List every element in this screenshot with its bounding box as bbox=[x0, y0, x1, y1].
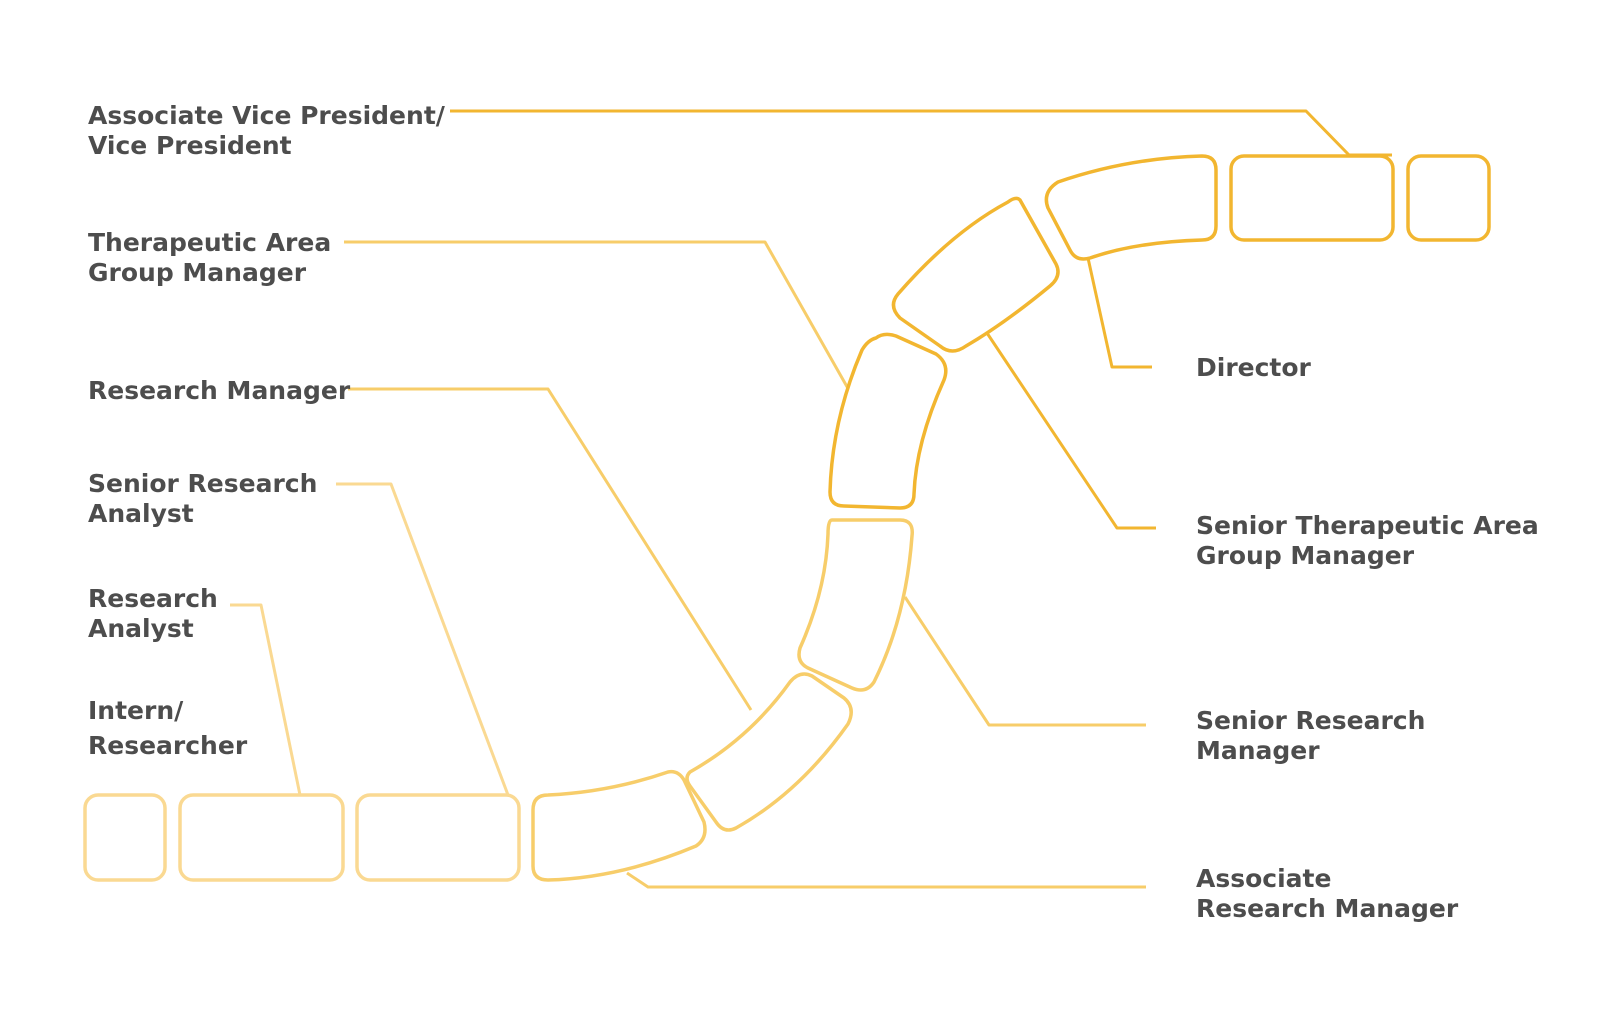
label-avp-vp: Associate Vice President/ Vice President bbox=[88, 101, 454, 160]
segment-director bbox=[1044, 154, 1218, 261]
label-senior-research-analyst: Senior Research Analyst bbox=[88, 469, 326, 528]
label-associate-research-manager-line2: Research Manager bbox=[1196, 894, 1459, 923]
segment-intern bbox=[83, 793, 167, 882]
label-director-line1: Director bbox=[1196, 353, 1312, 382]
leader-senior-ta-group-manager bbox=[983, 329, 1156, 530]
label-senior-research-manager-line1: Senior Research bbox=[1196, 706, 1425, 735]
segment-senior-research-manager bbox=[797, 518, 914, 692]
label-ta-group-manager-line2: Group Manager bbox=[88, 258, 307, 287]
segment-research-manager bbox=[685, 672, 853, 832]
leader-research-manager bbox=[348, 387, 753, 711]
segment-ta-group-manager bbox=[828, 332, 948, 510]
segment-associate-research-manager bbox=[531, 769, 707, 882]
label-research-analyst-line1: Research bbox=[88, 584, 218, 613]
leader-ta-group-manager bbox=[344, 240, 852, 393]
label-senior-research-manager: Senior Research Manager bbox=[1196, 706, 1434, 765]
label-ta-group-manager-line1: Therapeutic Area bbox=[88, 228, 331, 257]
label-intern-line2: Researcher bbox=[88, 731, 248, 760]
label-avp-vp-line1: Associate Vice President/ bbox=[88, 101, 446, 130]
label-senior-research-analyst-line1: Senior Research bbox=[88, 469, 317, 498]
label-intern-line1: Intern/ bbox=[88, 696, 184, 725]
label-research-manager-line1: Research Manager bbox=[88, 376, 351, 405]
leader-senior-research-analyst bbox=[336, 482, 510, 796]
label-research-analyst: Research Analyst bbox=[88, 584, 227, 643]
label-senior-ta-group-manager: Senior Therapeutic Area Group Manager bbox=[1196, 511, 1547, 570]
label-intern: Intern/ Researcher bbox=[88, 696, 248, 760]
segment-senior-ta-group-manager bbox=[891, 196, 1060, 353]
leader-avp-vp bbox=[450, 109, 1392, 157]
segment-vp bbox=[1406, 154, 1491, 242]
segment-research-analyst bbox=[178, 793, 345, 882]
segment-avp bbox=[1229, 154, 1395, 242]
label-avp-vp-line2: Vice President bbox=[88, 131, 292, 160]
label-senior-research-analyst-line2: Analyst bbox=[88, 499, 194, 528]
label-senior-ta-group-manager-line1: Senior Therapeutic Area bbox=[1196, 511, 1539, 540]
segment-senior-research-analyst bbox=[355, 793, 521, 882]
leader-director bbox=[1086, 257, 1152, 369]
label-senior-research-manager-line2: Manager bbox=[1196, 736, 1320, 765]
label-director: Director bbox=[1196, 353, 1312, 382]
label-ta-group-manager: Therapeutic Area Group Manager bbox=[88, 228, 340, 287]
label-research-analyst-line2: Analyst bbox=[88, 614, 194, 643]
leader-senior-research-manager bbox=[903, 596, 1146, 727]
label-senior-ta-group-manager-line2: Group Manager bbox=[1196, 541, 1415, 570]
leader-research-analyst bbox=[230, 603, 302, 796]
leader-associate-research-manager bbox=[626, 871, 1146, 889]
label-associate-research-manager: Associate Research Manager bbox=[1196, 864, 1459, 923]
label-associate-research-manager-line1: Associate bbox=[1196, 864, 1331, 893]
label-research-manager: Research Manager bbox=[88, 376, 351, 405]
